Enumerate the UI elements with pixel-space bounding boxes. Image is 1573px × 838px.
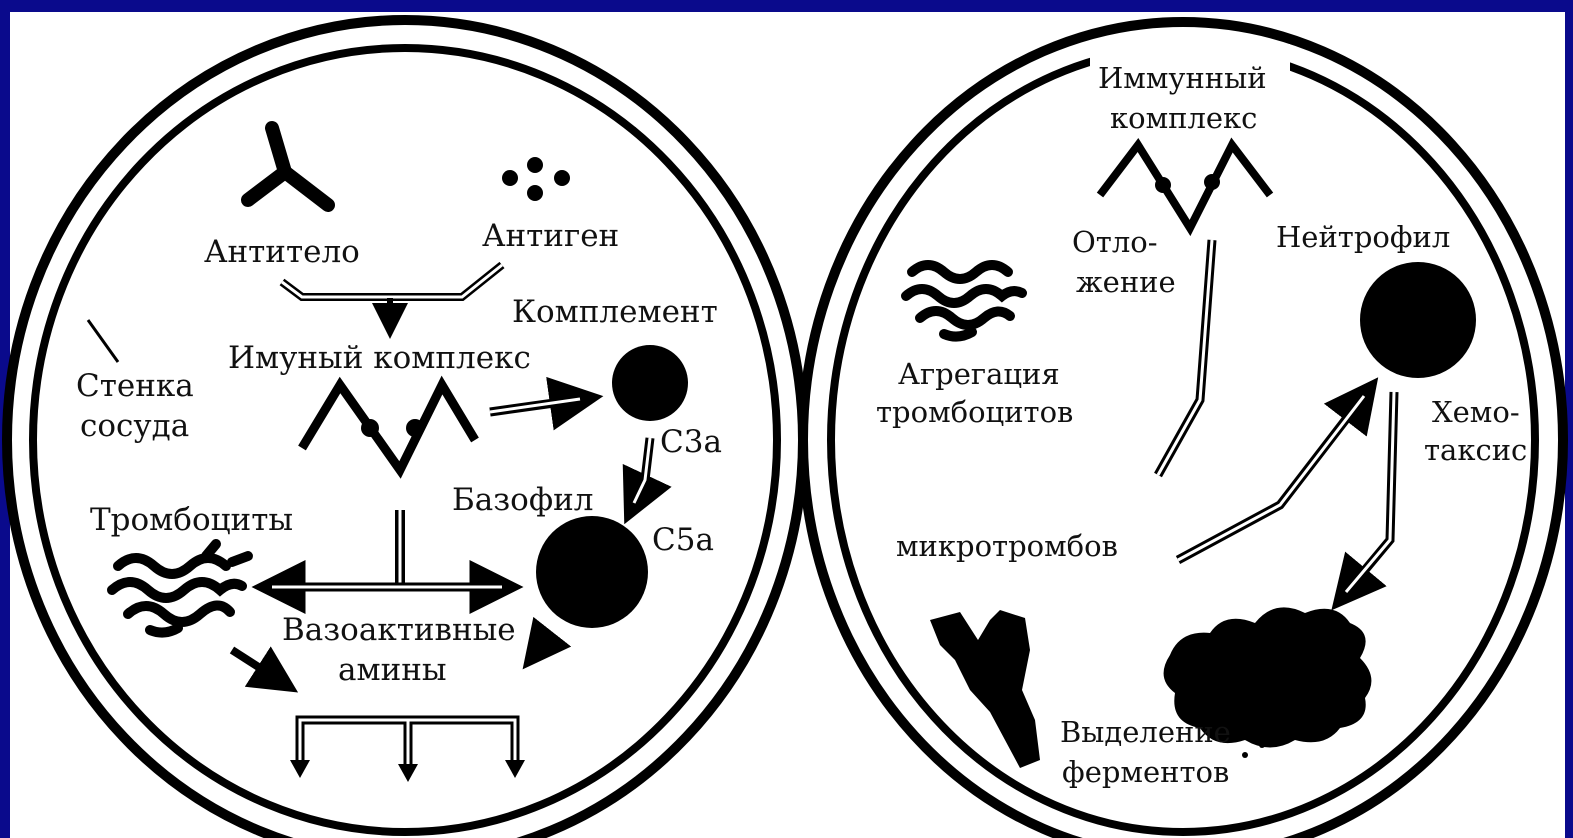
c3a-label: C3a <box>660 424 722 460</box>
right-immune-complex-label-2: комплекс <box>1110 101 1257 135</box>
deposition-label-1: Отло- <box>1072 225 1158 259</box>
aggregation-label-1: Агрегация <box>898 357 1060 391</box>
platelets-label: Тромбоциты <box>90 502 293 538</box>
deposition-label-2: жение <box>1076 265 1176 299</box>
antibody-label: Антитело <box>204 234 360 270</box>
vessel-wall-label-1: Стенка <box>76 368 194 404</box>
complement-label: Комплемент <box>512 294 718 330</box>
c5a-label: C5a <box>652 522 714 558</box>
right-immune-complex-label-1: Иммунный <box>1098 61 1267 95</box>
basophil-label: Базофил <box>452 482 593 518</box>
chemotaxis-label-1: Хемо- <box>1432 395 1520 429</box>
vasoactive-label-1: Вазоактивные <box>282 612 516 648</box>
immune-complex-label: Имуный комплекс <box>228 340 531 376</box>
neutrophil-label: Нейтрофил <box>1276 220 1450 254</box>
neutrophil-circle <box>1360 262 1476 378</box>
vasoactive-label-2: амины <box>338 652 447 688</box>
enzyme-release-label-2: ферментов <box>1062 755 1229 789</box>
vessel-wall-label-2: сосуда <box>80 408 189 444</box>
aggregation-label-2: тромбоцитов <box>876 395 1073 429</box>
enzyme-release-label-1: Выделение <box>1060 715 1231 749</box>
antigen-label: Антиген <box>482 218 619 254</box>
microthrombi-label: микротромбов <box>896 529 1118 563</box>
complement-circle <box>612 345 688 421</box>
basophil-circle <box>536 516 648 628</box>
chemotaxis-label-2: таксис <box>1424 433 1527 467</box>
